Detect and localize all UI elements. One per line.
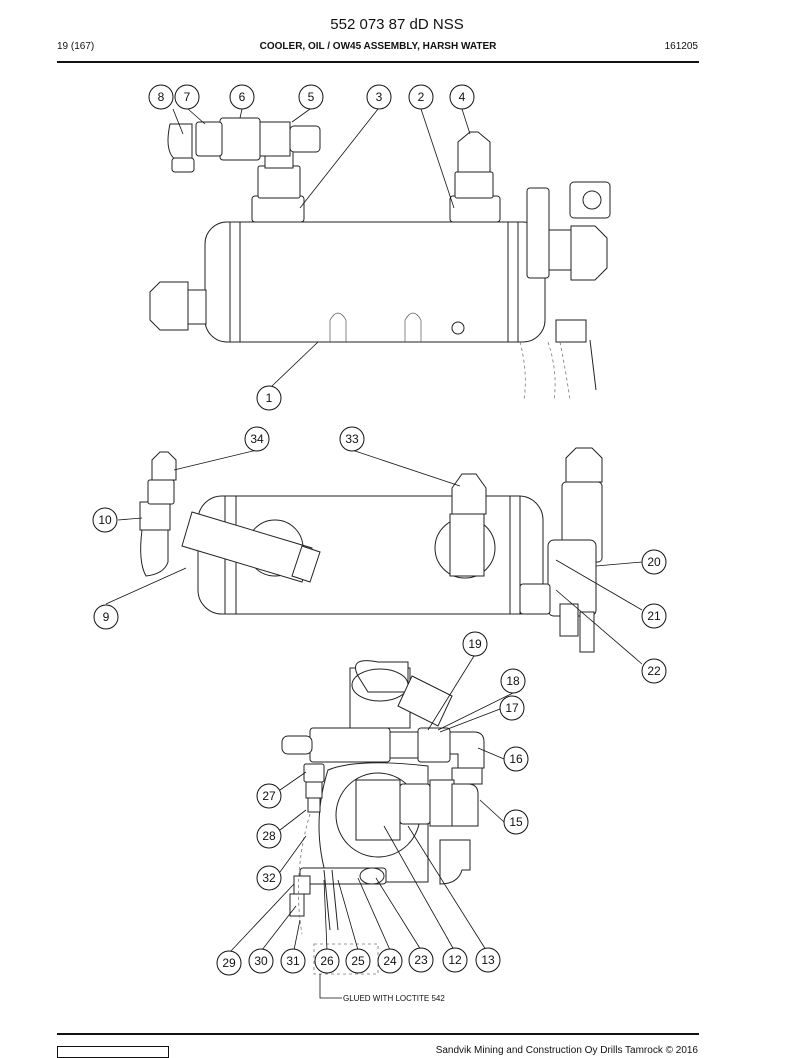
callout-30: 30: [248, 948, 274, 974]
callout-24: 24: [377, 948, 403, 974]
svg-text:16: 16: [509, 752, 523, 766]
svg-text:27: 27: [262, 789, 276, 803]
svg-text:1: 1: [266, 391, 273, 405]
svg-text:26: 26: [320, 954, 334, 968]
svg-text:18: 18: [506, 674, 520, 688]
brand-logo: [57, 1046, 169, 1058]
callout-25: 25: [345, 948, 371, 974]
callout-7: 7: [174, 84, 200, 110]
svg-text:33: 33: [345, 432, 359, 446]
callout-34: 34: [244, 426, 270, 452]
header-rule: [57, 61, 699, 63]
svg-text:29: 29: [222, 956, 236, 970]
callout-32: 32: [256, 865, 282, 891]
callout-4: 4: [449, 84, 475, 110]
callout-29: 29: [216, 950, 242, 976]
cooler-side-view: [139, 447, 603, 653]
footer-rule: [57, 1033, 699, 1035]
callout-6: 6: [229, 84, 255, 110]
callout-18: 18: [500, 668, 526, 694]
svg-text:15: 15: [509, 815, 523, 829]
svg-text:7: 7: [184, 90, 191, 104]
callout-22: 22: [641, 658, 667, 684]
callout-bubbles: 8 7 6 5 3 2 4 1 34 33 10 9 20 21 22 19 1…: [92, 84, 667, 976]
svg-text:22: 22: [647, 664, 661, 678]
svg-text:28: 28: [262, 829, 276, 843]
callout-19: 19: [462, 631, 488, 657]
callout-10: 10: [92, 507, 118, 533]
svg-text:4: 4: [459, 90, 466, 104]
valve-block-detail-view: [281, 660, 485, 975]
loctite-note: GLUED WITH LOCTITE 542: [343, 994, 445, 1003]
svg-text:17: 17: [505, 701, 519, 715]
svg-text:21: 21: [647, 609, 661, 623]
svg-text:2: 2: [418, 90, 425, 104]
callout-3: 3: [366, 84, 392, 110]
page-reference: 19 (167): [57, 41, 95, 52]
svg-text:30: 30: [254, 954, 268, 968]
svg-text:24: 24: [383, 954, 397, 968]
callout-12: 12: [442, 947, 468, 973]
callout-9: 9: [93, 604, 119, 630]
svg-text:3: 3: [376, 90, 383, 104]
callout-21: 21: [641, 603, 667, 629]
callout-27: 27: [256, 783, 282, 809]
callout-2: 2: [408, 84, 434, 110]
callout-33: 33: [339, 426, 365, 452]
callout-26: 26: [314, 948, 340, 974]
svg-text:9: 9: [103, 610, 110, 624]
svg-text:23: 23: [414, 953, 428, 967]
footer-copyright: Sandvik Mining and Construction Oy Drill…: [435, 1045, 698, 1056]
callout-20: 20: [641, 549, 667, 575]
svg-text:19: 19: [468, 637, 482, 651]
callout-1: 1: [256, 385, 282, 411]
svg-text:20: 20: [647, 555, 661, 569]
svg-text:34: 34: [250, 432, 264, 446]
callout-16: 16: [503, 746, 529, 772]
cooler-top-view: [149, 117, 611, 401]
callout-leaders: [105, 108, 643, 999]
svg-text:13: 13: [481, 953, 495, 967]
svg-text:6: 6: [239, 90, 246, 104]
svg-text:25: 25: [351, 954, 365, 968]
svg-text:32: 32: [262, 871, 276, 885]
callout-13: 13: [475, 947, 501, 973]
callout-23: 23: [408, 947, 434, 973]
date-code: 161205: [664, 41, 698, 52]
svg-text:12: 12: [448, 953, 462, 967]
callout-5: 5: [298, 84, 324, 110]
document-number: 552 073 87 dD NSS: [330, 16, 464, 33]
callout-8: 8: [148, 84, 174, 110]
callout-28: 28: [256, 823, 282, 849]
svg-text:10: 10: [98, 513, 112, 527]
callout-15: 15: [503, 809, 529, 835]
document-title: COOLER, OIL / OW45 ASSEMBLY, HARSH WATER: [259, 41, 497, 52]
callout-31: 31: [280, 948, 306, 974]
svg-text:5: 5: [308, 90, 315, 104]
callout-17: 17: [499, 695, 525, 721]
svg-text:8: 8: [158, 90, 165, 104]
svg-text:31: 31: [286, 954, 300, 968]
